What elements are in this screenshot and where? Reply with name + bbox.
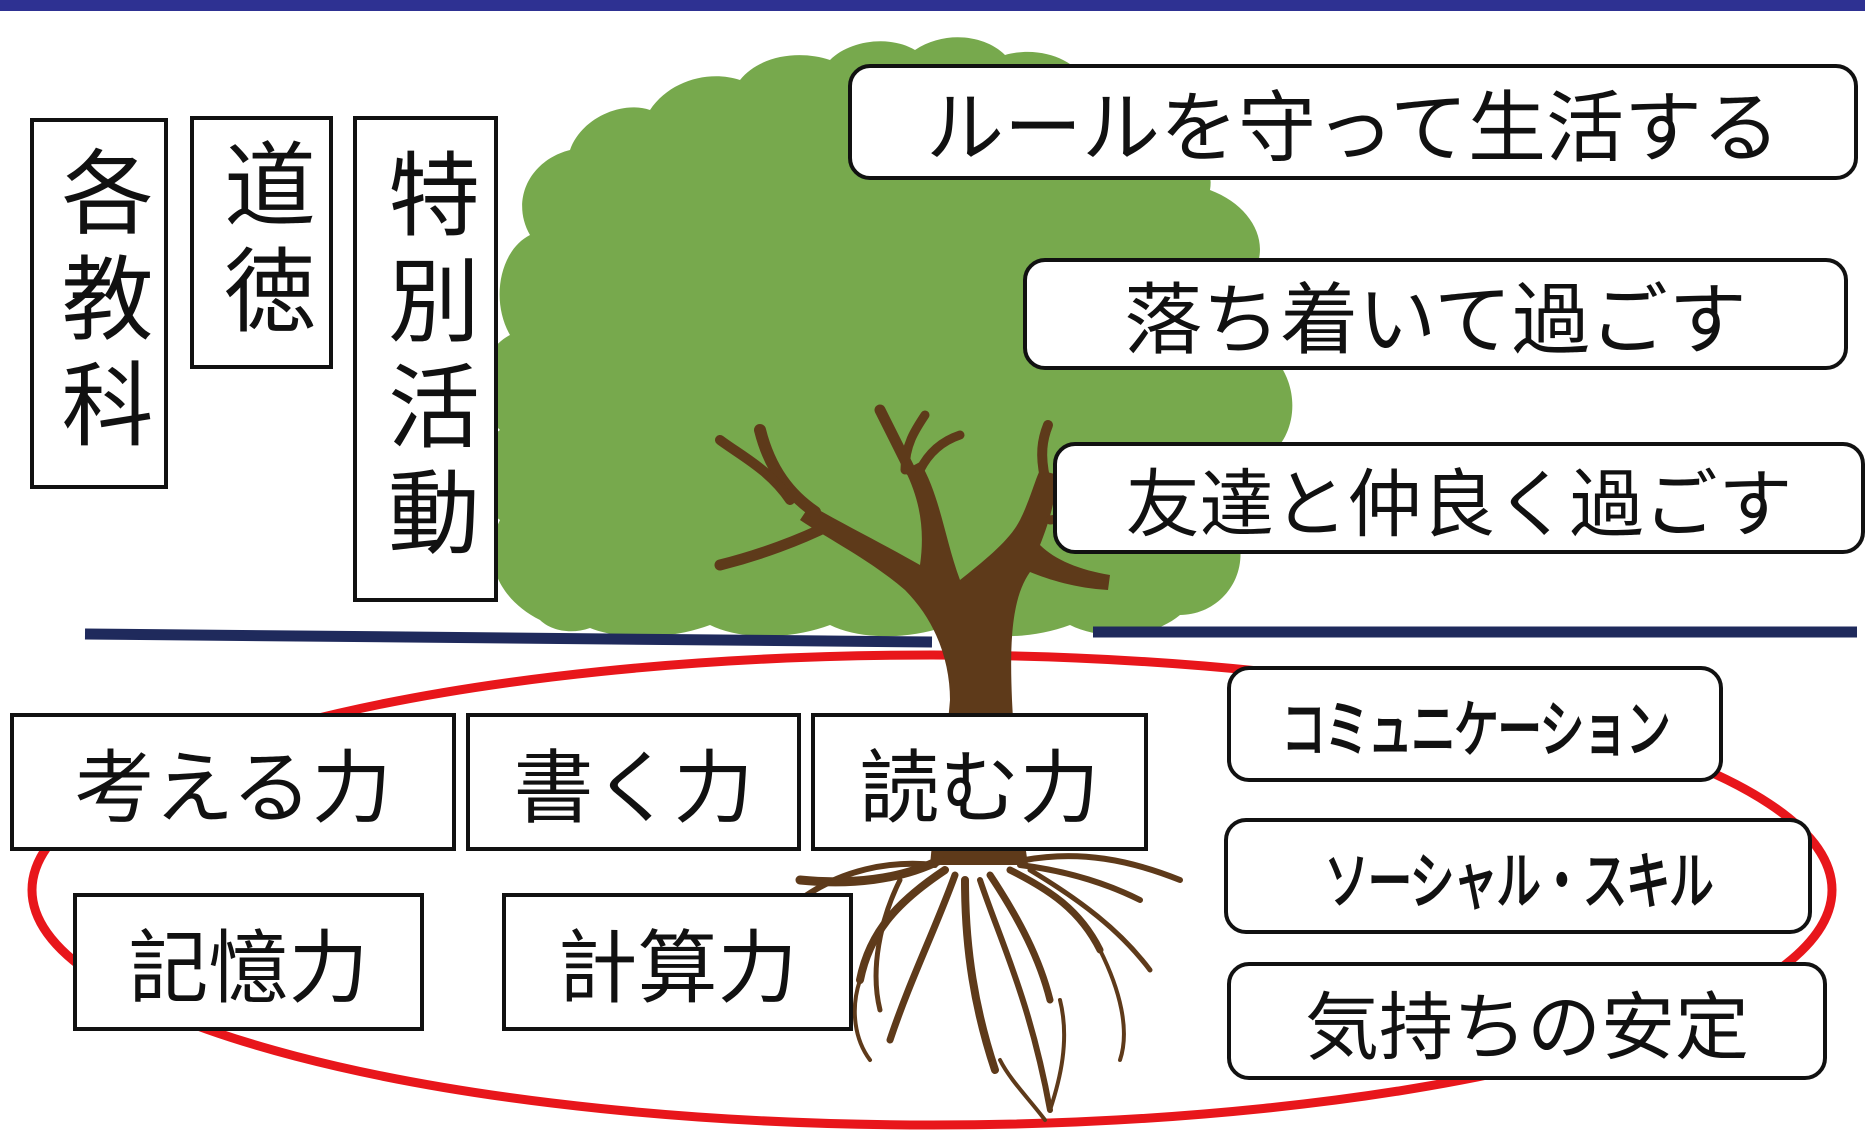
social-skill-label: ソーシャル・スキル (1324, 845, 1713, 918)
skill-calculation-box: 計算力 (502, 893, 853, 1031)
behavior-rules-box: ルールを守って生活する (848, 64, 1858, 180)
social-skill-box: ソーシャル・スキル (1224, 818, 1812, 934)
curriculum-special-activities-box: 特別活動 (353, 116, 498, 602)
behavior-rules-label: ルールを守って生活する (925, 84, 1781, 174)
social-communication-label: コミュニケーション (1281, 693, 1670, 766)
skill-writing-label: 書く力 (513, 742, 754, 835)
curriculum-moral-label: 道徳 (208, 136, 316, 349)
social-communication-box: コミュニケーション (1227, 666, 1723, 782)
skill-calculation-label: 計算力 (557, 922, 798, 1015)
social-emotional-stability-label: 気持ちの安定 (1305, 984, 1749, 1071)
social-emotional-stability-box: 気持ちの安定 (1227, 962, 1827, 1080)
curriculum-moral-box: 道徳 (190, 116, 333, 369)
ground-line (84, 626, 1857, 648)
skill-writing-box: 書く力 (466, 713, 801, 851)
behavior-friends-box: 友達と仲良く過ごす (1053, 442, 1865, 554)
behavior-calm-box: 落ち着いて過ごす (1023, 258, 1848, 370)
tree-roots (795, 853, 1183, 1122)
skill-thinking-box: 考える力 (10, 713, 456, 851)
skill-thinking-label: 考える力 (74, 742, 392, 835)
skill-memory-box: 記憶力 (73, 893, 424, 1031)
behavior-calm-label: 落ち着いて過ごす (1124, 276, 1747, 366)
skill-reading-label: 読む力 (859, 742, 1100, 835)
top-bar (0, 0, 1865, 11)
curriculum-subjects-box: 各教科 (30, 118, 168, 489)
curriculum-subjects-label: 各教科 (46, 144, 153, 463)
skill-reading-box: 読む力 (811, 713, 1148, 851)
skill-memory-label: 記憶力 (128, 922, 369, 1015)
roots-ellipse (27, 650, 1837, 1130)
curriculum-special-activities-label: 特別活動 (372, 147, 480, 571)
behavior-friends-label: 友達と仲良く過ごす (1125, 461, 1793, 548)
